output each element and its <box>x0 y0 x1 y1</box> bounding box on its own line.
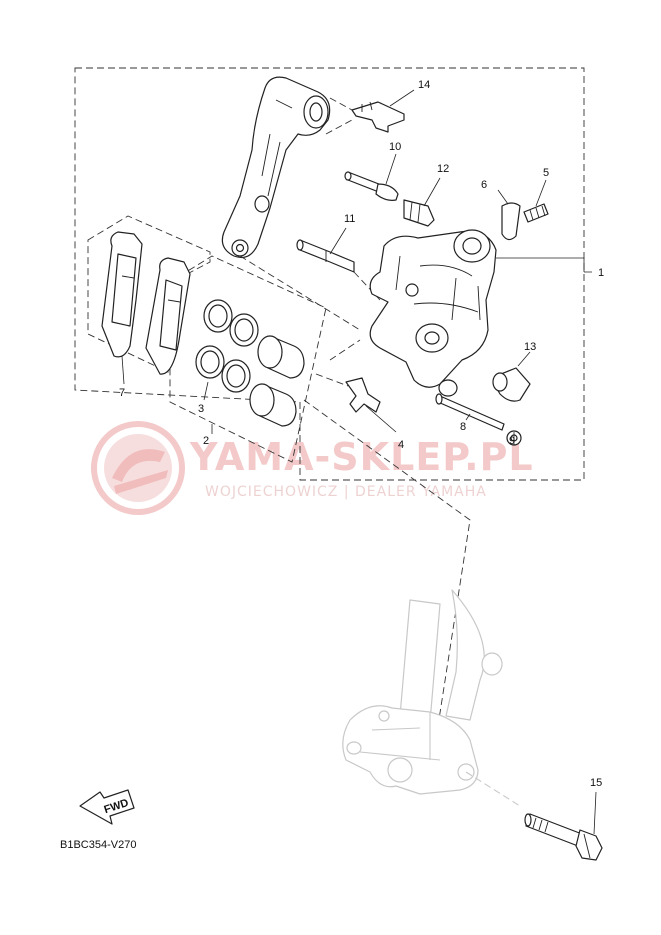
sleeve-13 <box>492 351 531 402</box>
callout-15: 15 <box>590 777 602 789</box>
watermark: YAMA-SKLEP.PL WOJCIECHOWICZ | DEALER YAM… <box>91 421 534 515</box>
callout-2: 2 <box>203 435 209 447</box>
callout-5: 5 <box>543 167 549 179</box>
callout-10: 10 <box>389 141 401 153</box>
piston-kit-boundary <box>169 255 327 463</box>
guide-pin-11 <box>296 227 381 301</box>
callout-12: 12 <box>437 163 449 175</box>
watermark-title: YAMA-SKLEP.PL <box>189 435 534 479</box>
callout-9: 9 <box>509 435 515 447</box>
diagram-code: B1BC354-V270 <box>60 839 136 851</box>
callout-1: 1 <box>598 267 604 279</box>
brake-pads-7 <box>101 231 191 385</box>
piston-seals-3 <box>195 299 259 401</box>
watermark-logo-icon <box>91 421 185 515</box>
callout-11: 11 <box>344 213 355 225</box>
callout-6: 6 <box>481 179 487 191</box>
bolt-15 <box>524 791 603 861</box>
callout-13: 13 <box>524 341 536 353</box>
fork-leg-ghost <box>342 589 521 807</box>
watermark-subtitle: WOJCIECHOWICZ | DEALER YAMAHA <box>205 484 487 500</box>
caliper-bracket <box>221 76 361 331</box>
callout-3: 3 <box>198 403 204 415</box>
callout-8: 8 <box>460 421 466 433</box>
boot-12 <box>403 177 441 227</box>
caliper-body <box>369 229 592 397</box>
bleed-screw-5 <box>523 179 549 223</box>
guide-pin-10 <box>344 153 399 201</box>
callout-4: 4 <box>398 439 404 451</box>
callout-labels: 1 2 3 4 5 6 7 8 9 10 11 12 13 14 15 <box>119 79 604 789</box>
bolt-8 <box>435 393 505 431</box>
callout-7: 7 <box>119 387 125 399</box>
callout-14: 14 <box>418 79 430 91</box>
forward-direction-arrow-icon: FWD <box>79 789 135 825</box>
assembly-axis-line <box>303 399 471 791</box>
bleed-cap-6 <box>497 189 521 241</box>
assembly-boundary <box>74 67 585 481</box>
nut-9 <box>506 430 522 446</box>
pad-spring-14 <box>325 89 415 135</box>
pad-clip-4 <box>315 339 397 433</box>
pistons <box>211 335 305 434</box>
